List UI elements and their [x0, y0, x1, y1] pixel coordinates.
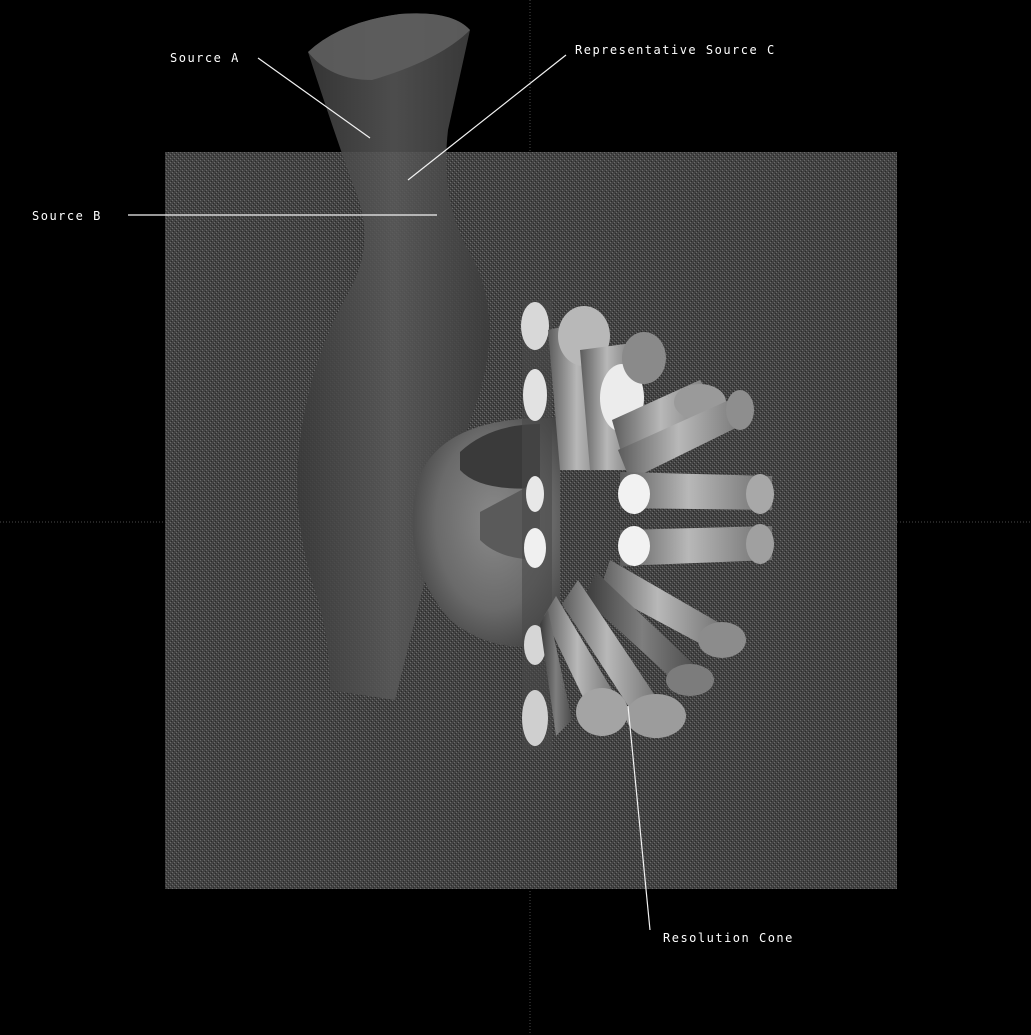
source-b-label: Source B [32, 209, 102, 223]
cone-caps-column [521, 300, 552, 750]
resolution-cone-label: Resolution Cone [663, 931, 794, 945]
source-a-label: Source A [170, 51, 240, 65]
representative-source-c-label: Representative Source C [575, 43, 776, 57]
